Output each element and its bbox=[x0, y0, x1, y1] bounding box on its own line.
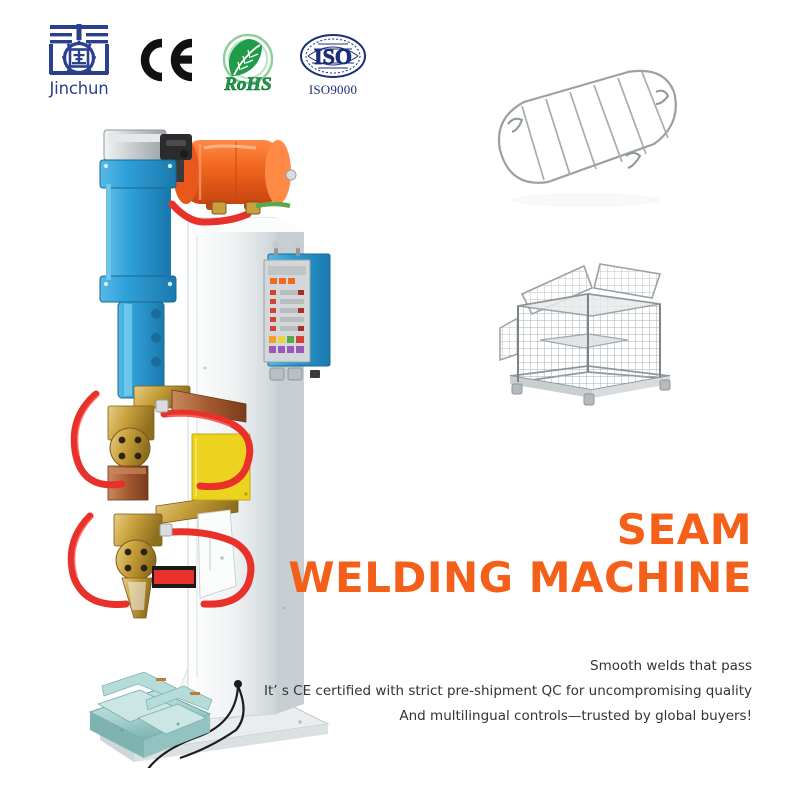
cage-base bbox=[509, 365, 671, 398]
rohs-badge: RoHS bbox=[210, 32, 286, 96]
headline-line-1: SEAM bbox=[616, 505, 752, 554]
wire-cage-illustration bbox=[499, 263, 671, 406]
foot-pedal bbox=[88, 671, 213, 758]
svg-text:RoHS: RoHS bbox=[223, 74, 272, 95]
certification-badge-strip: Jinchun RoHS bbox=[38, 22, 368, 114]
machine-illustration bbox=[67, 129, 331, 768]
jinchun-logo: Jinchun bbox=[38, 22, 120, 98]
ce-mark-icon bbox=[140, 38, 193, 82]
wire-mesh-cage-photo bbox=[488, 250, 692, 412]
cable-grommet bbox=[234, 680, 242, 688]
pneumatic-cylinder bbox=[99, 159, 177, 399]
iso-badge: ISO ISO9000 bbox=[296, 32, 370, 98]
copy-line-1: Smooth welds that pass bbox=[590, 658, 752, 674]
headline-line-2: WELDING MACHINE bbox=[288, 553, 752, 602]
cage-drop-gate bbox=[499, 316, 519, 362]
jinchun-brand-name: Jinchun bbox=[49, 79, 109, 98]
valve-block bbox=[103, 129, 192, 182]
page-title: SEAM WELDING MACHINE bbox=[232, 506, 752, 602]
jinchun-emblem-icon bbox=[49, 24, 109, 75]
electrode-guard bbox=[197, 509, 237, 599]
wire-cooling-rack-photo bbox=[478, 58, 698, 223]
marketing-copy: Smooth welds that pass It’ s CE certifie… bbox=[192, 654, 752, 729]
ce-badge bbox=[134, 34, 196, 86]
iso-label: ISO bbox=[314, 44, 352, 69]
cooling-hoses bbox=[67, 200, 255, 608]
yellow-access-cover bbox=[191, 433, 251, 501]
iso-seal-icon: ISO bbox=[300, 34, 366, 78]
seam-welding-machine-photo bbox=[60, 118, 360, 768]
panel-indicators bbox=[268, 266, 306, 353]
control-panel bbox=[263, 241, 331, 381]
rohs-leaf-icon: RoHS bbox=[222, 33, 274, 95]
hose-highlights bbox=[73, 395, 231, 577]
iso-sub-label: ISO9000 bbox=[308, 82, 358, 97]
copy-line-2: It’ s CE certified with strict pre-shipm… bbox=[263, 683, 752, 699]
foot-pedal-cable bbox=[147, 685, 245, 768]
wire-rack-illustration bbox=[497, 69, 677, 207]
hose-fittings bbox=[155, 201, 291, 537]
copy-line-3: And multilingual controls—trusted by glo… bbox=[399, 708, 752, 724]
